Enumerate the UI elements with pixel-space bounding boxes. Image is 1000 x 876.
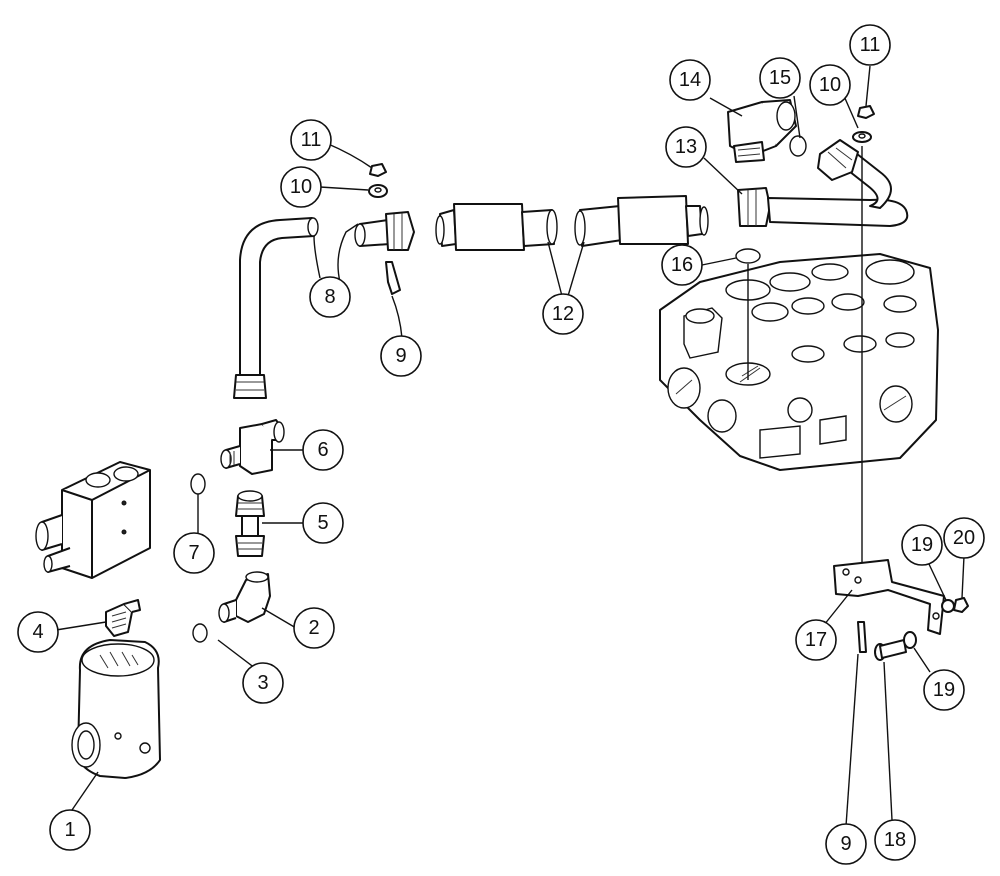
o-ring-7: [190, 473, 206, 495]
callout-19-lower: 19: [923, 669, 965, 711]
callout-11-left: 11: [290, 119, 332, 161]
svg-text:10: 10: [819, 74, 841, 96]
callout-16: 16: [661, 244, 703, 286]
pump-housing: [71, 639, 161, 779]
o-ring-15: [789, 135, 807, 157]
elbow-fitting-2: [218, 571, 271, 623]
callout-10-left: 10: [280, 166, 322, 208]
valve-block: [35, 461, 151, 579]
control-valve-body: [659, 253, 939, 471]
svg-text:20: 20: [953, 527, 975, 549]
callout-9-lower: 9: [825, 823, 867, 865]
o-ring-16: [735, 248, 761, 264]
svg-text:13: 13: [675, 136, 697, 158]
elbow-fitting-14: [727, 99, 797, 163]
callout-10-right: 10: [809, 64, 851, 106]
svg-text:11: 11: [301, 129, 322, 151]
callout-5: 5: [302, 502, 344, 544]
clip-9-lower: [857, 621, 867, 653]
callout-14: 14: [669, 59, 711, 101]
washer-10-right: [852, 131, 872, 143]
svg-text:9: 9: [395, 345, 406, 367]
washer-19-upper: [941, 599, 955, 613]
svg-text:18: 18: [884, 829, 906, 851]
bracket-17: [833, 559, 945, 635]
tube-end-with-nut: [354, 211, 415, 251]
svg-text:19: 19: [911, 534, 933, 556]
callout-17: 17: [795, 619, 837, 661]
tube-left: [233, 217, 319, 399]
svg-text:7: 7: [188, 542, 199, 564]
svg-text:8: 8: [324, 286, 335, 308]
svg-text:2: 2: [308, 617, 319, 639]
hose-assembly-12: [435, 195, 709, 251]
callout-15: 15: [759, 57, 801, 99]
nut-20: [953, 597, 969, 613]
svg-text:10: 10: [290, 176, 312, 198]
callout-7: 7: [173, 532, 215, 574]
nut-11-right: [857, 105, 875, 119]
callout-20: 20: [943, 517, 985, 559]
callout-2: 2: [293, 607, 335, 649]
tee-fitting-6: [220, 419, 285, 475]
svg-text:16: 16: [671, 254, 693, 276]
svg-text:4: 4: [32, 621, 43, 643]
o-ring-3: [192, 623, 208, 643]
clip-9-upper: [385, 261, 401, 295]
elbow-fitting-4: [105, 599, 141, 637]
svg-text:14: 14: [679, 69, 701, 91]
washer-19-lower: [903, 631, 917, 649]
callout-13: 13: [665, 126, 707, 168]
svg-text:3: 3: [257, 672, 268, 694]
callout-3: 3: [242, 662, 284, 704]
callout-12: 12: [542, 293, 584, 335]
bolt-18: [874, 639, 907, 661]
tube-right-13: [737, 139, 909, 227]
leader-lines: [55, 65, 965, 827]
washer-10-left: [368, 184, 388, 198]
svg-text:19: 19: [933, 679, 955, 701]
callout-4: 4: [17, 611, 59, 653]
svg-text:9: 9: [840, 833, 851, 855]
svg-text:17: 17: [805, 629, 827, 651]
callout-6: 6: [302, 429, 344, 471]
callout-8: 8: [309, 276, 351, 318]
callout-11-right: 11: [849, 24, 891, 66]
callout-18: 18: [874, 819, 916, 861]
svg-text:5: 5: [317, 512, 328, 534]
callout-9-upper: 9: [380, 335, 422, 377]
svg-text:15: 15: [769, 67, 791, 89]
svg-text:12: 12: [552, 303, 574, 325]
svg-text:1: 1: [64, 819, 75, 841]
svg-text:11: 11: [860, 34, 881, 56]
union-adapter-5: [235, 490, 265, 557]
callout-1: 1: [49, 809, 91, 851]
callout-19-upper: 19: [901, 524, 943, 566]
nut-11-left: [369, 163, 387, 177]
svg-text:6: 6: [317, 439, 328, 461]
